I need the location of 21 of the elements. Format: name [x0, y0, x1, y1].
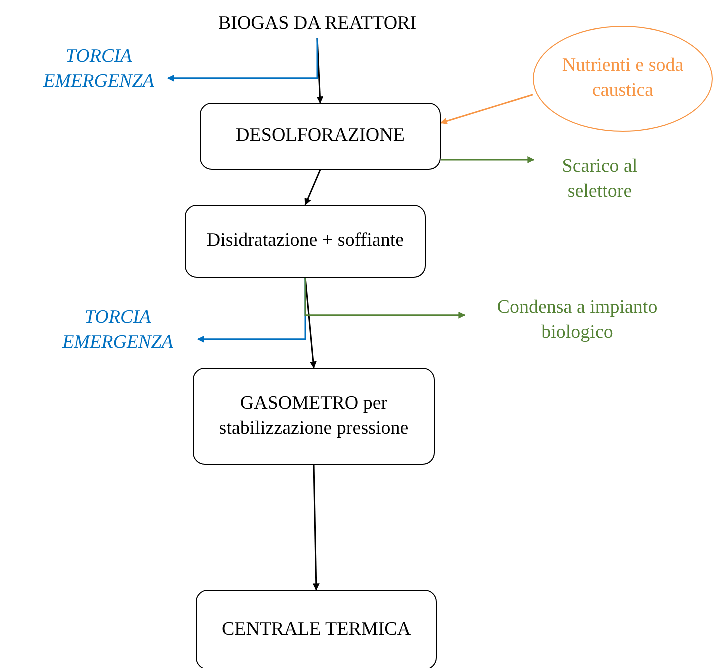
node-text: TORCIA EMERGENZA	[42, 45, 156, 94]
node-text: BIOGAS DA REATTORI	[217, 12, 418, 36]
process-box	[193, 368, 435, 465]
process-box	[200, 103, 441, 170]
node-text: DESOLFORAZIONE	[235, 124, 406, 148]
arrow	[167, 38, 318, 82]
input-ellipse	[533, 26, 713, 132]
node-text: GASOMETRO per stabilizzazione pressione	[218, 392, 410, 440]
node-text: Condensa a impianto biologico	[496, 296, 659, 345]
node-text: TORCIA EMERGENZA	[62, 306, 174, 355]
arrow	[304, 170, 322, 206]
arrow	[441, 156, 535, 164]
node-text: CENTRALE TERMICA	[220, 618, 412, 642]
node-text: Scarico al selettore	[561, 155, 639, 204]
arrow	[304, 278, 466, 319]
arrow	[312, 464, 320, 591]
arrow	[440, 94, 534, 125]
process-box	[196, 590, 437, 668]
node-text: Disidratazione + soffiante	[206, 229, 406, 254]
node-text: Nutrienti e soda caustica	[561, 54, 685, 103]
process-box	[185, 205, 426, 278]
